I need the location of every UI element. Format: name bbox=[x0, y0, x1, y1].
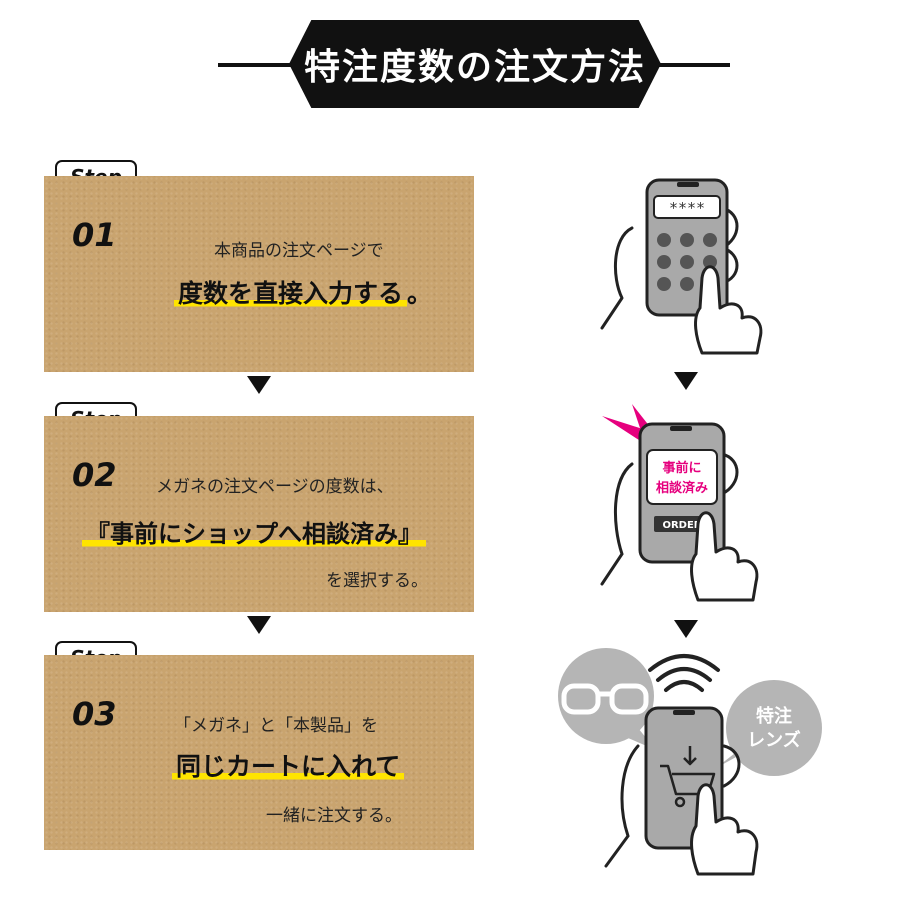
consult-label-line1: 事前に bbox=[662, 460, 701, 476]
order-button-label: ORDER bbox=[662, 520, 701, 531]
phone-cart-illustration: 特注 レンズ bbox=[558, 648, 822, 876]
step-2-line3: を選択する。 bbox=[326, 571, 428, 591]
phone-consult-illustration: 事前に 相談済み ORDER bbox=[600, 404, 759, 602]
step-2-highlight: 『事前にショップへ相談済み』 bbox=[82, 520, 426, 548]
step-1-highlight: 度数を直接入力する bbox=[174, 279, 408, 308]
step-1-box: 01 本商品の注文ページで 度数を直接入力する。 bbox=[44, 176, 474, 372]
step-2-line1: メガネの注文ページの度数は、 bbox=[156, 477, 394, 497]
step-3-highlight: 同じカートに入れて bbox=[172, 752, 405, 781]
lens-bubble-line1: 特注 bbox=[756, 705, 792, 727]
step-1-number: 01 bbox=[72, 216, 117, 254]
step-3-highlight-line: 同じカートに入れて bbox=[172, 747, 405, 783]
triangle-down-icon bbox=[674, 372, 698, 390]
triangle-down-icon bbox=[674, 620, 698, 638]
step-2-box: 02 メガネの注文ページの度数は、 『事前にショップへ相談済み』 を選択する。 bbox=[44, 416, 474, 612]
lens-bubble-line2: レンズ bbox=[747, 729, 801, 751]
step-3-box: 03 「メガネ」と「本製品」を 同じカートに入れて 一緒に注文する。 bbox=[44, 655, 474, 850]
step-1-line1: 本商品の注文ページで bbox=[214, 241, 384, 261]
step-2-highlight-line: 『事前にショップへ相談済み』 bbox=[82, 514, 426, 549]
step-3-line1: 「メガネ」と「本製品」を bbox=[174, 716, 378, 736]
hand-icon bbox=[600, 226, 634, 330]
triangle-down-icon bbox=[247, 616, 271, 634]
keypad bbox=[657, 233, 717, 291]
triangle-down-icon bbox=[247, 376, 271, 394]
page-title: 特注度数の注文方法 bbox=[289, 20, 661, 108]
consult-label-line2: 相談済み bbox=[656, 480, 708, 496]
title-rule-right bbox=[650, 63, 730, 67]
step-1-highlight-line: 度数を直接入力する。 bbox=[174, 274, 432, 310]
step-2-number: 02 bbox=[72, 456, 117, 494]
glasses-icon bbox=[561, 683, 649, 715]
step-3-line3: 一緒に注文する。 bbox=[266, 806, 402, 826]
pin-field: **** bbox=[669, 199, 705, 217]
step-1-highlight-suffix: 。 bbox=[407, 279, 433, 308]
wifi-icon bbox=[648, 654, 720, 692]
title-rule-left bbox=[218, 63, 300, 67]
step-3-number: 03 bbox=[72, 695, 117, 733]
phone-keypad-illustration: **** bbox=[600, 178, 763, 355]
